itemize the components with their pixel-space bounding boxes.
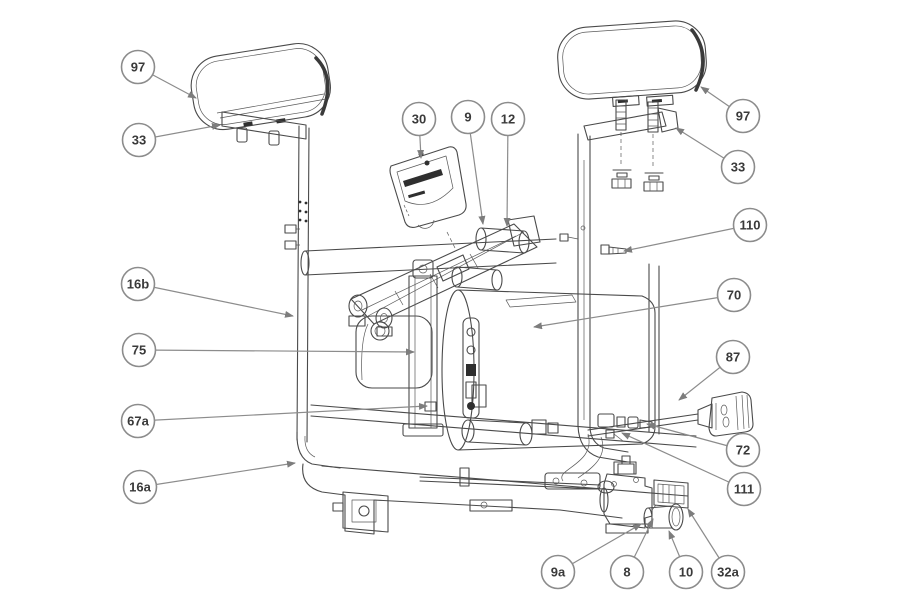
callout-97-right: 97 xyxy=(700,86,761,134)
lift-arm xyxy=(348,215,541,337)
callout-10: 10 xyxy=(668,530,704,590)
callout-label-16a: 16a xyxy=(129,480,151,495)
callout-label-72: 72 xyxy=(736,443,750,458)
callout-balloon-32a xyxy=(710,554,746,590)
leader-line-67a xyxy=(137,402,428,422)
callout-label-8: 8 xyxy=(623,565,630,580)
leader-line-70 xyxy=(533,294,735,330)
callout-balloon-9a xyxy=(540,554,576,590)
callout-balloon-75 xyxy=(121,332,157,368)
leader-line-16b xyxy=(137,283,294,318)
callout-balloon-12 xyxy=(490,101,526,137)
callout-33-left: 33 xyxy=(121,122,221,158)
callout-label-75: 75 xyxy=(132,343,146,358)
callout-balloon-33-left xyxy=(121,122,157,158)
callout-label-12: 12 xyxy=(501,112,515,127)
callout-label-10: 10 xyxy=(679,565,693,580)
callout-layer: 97 33 30 9 12 97 33 110 16b 70 75 87 67a 72 16a 111 9a 8 1… xyxy=(120,49,768,590)
callout-balloon-30 xyxy=(401,101,437,137)
callout-balloon-16a xyxy=(122,469,158,505)
callout-label-97-left: 97 xyxy=(131,60,145,75)
callout-67a: 67a xyxy=(120,402,428,439)
callout-label-33-right: 33 xyxy=(731,160,745,175)
callout-label-16b: 16b xyxy=(127,277,149,292)
callout-balloon-111 xyxy=(726,471,762,507)
callout-12: 12 xyxy=(490,101,526,227)
callout-balloon-33-right xyxy=(720,149,756,185)
motor xyxy=(441,289,656,451)
callout-label-9a: 9a xyxy=(551,565,566,580)
callout-label-30: 30 xyxy=(412,112,426,127)
callout-balloon-9 xyxy=(450,99,486,135)
callout-balloon-10 xyxy=(668,554,704,590)
left-frame-post xyxy=(284,125,310,443)
callout-balloon-8 xyxy=(609,554,645,590)
leader-line-9 xyxy=(467,116,486,225)
callout-33-right: 33 xyxy=(675,127,756,185)
callout-label-67a: 67a xyxy=(127,414,149,429)
callout-72: 72 xyxy=(646,422,761,468)
callout-70: 70 xyxy=(533,277,752,330)
callout-balloon-110 xyxy=(732,207,768,243)
leader-line-111 xyxy=(621,432,745,490)
callout-9: 9 xyxy=(450,99,486,225)
callout-label-111: 111 xyxy=(734,482,754,497)
callout-32a: 32a xyxy=(687,508,746,590)
leader-line-110 xyxy=(623,224,751,253)
callout-balloon-72 xyxy=(725,432,761,468)
right-light-bracket xyxy=(583,107,679,141)
bolt-110 xyxy=(600,244,627,255)
callout-label-32a: 32a xyxy=(717,565,739,580)
motor-upright xyxy=(648,263,660,435)
callout-16b: 16b xyxy=(120,266,294,318)
right-light-posts xyxy=(615,99,659,168)
bottom-frame xyxy=(296,404,697,535)
right-frame-post xyxy=(559,133,629,463)
callout-8: 8 xyxy=(609,518,654,590)
callout-87: 87 xyxy=(678,339,751,401)
callout-balloon-70 xyxy=(716,277,752,313)
callout-balloon-97-right xyxy=(725,98,761,134)
callout-balloon-16b xyxy=(120,266,156,302)
left-light-bracket xyxy=(221,111,307,146)
callout-label-97-right: 97 xyxy=(736,109,750,124)
callout-label-9: 9 xyxy=(464,110,471,125)
callout-label-87: 87 xyxy=(726,350,740,365)
left-marker-light xyxy=(190,42,331,131)
latch-assembly xyxy=(419,467,615,512)
callout-balloon-97-left xyxy=(120,49,156,85)
callout-110: 110 xyxy=(623,207,768,253)
harness-fittings xyxy=(597,413,653,442)
leader-line-12 xyxy=(503,118,511,227)
clevis-pin-lower xyxy=(451,266,503,291)
callout-9a: 9a xyxy=(540,523,642,590)
callout-label-33-left: 33 xyxy=(132,133,146,148)
callout-label-70: 70 xyxy=(727,288,741,303)
right-marker-light xyxy=(557,20,707,107)
hoses xyxy=(561,433,604,482)
callout-balloon-87 xyxy=(715,339,751,375)
callout-16a: 16a xyxy=(122,460,296,505)
callout-label-110: 110 xyxy=(740,218,761,233)
solenoid-box xyxy=(651,479,689,511)
callout-balloon-67a xyxy=(120,403,156,439)
crossmember-tube xyxy=(300,238,557,276)
callout-30: 30 xyxy=(401,101,437,159)
leader-line-16a xyxy=(139,460,296,488)
leader-line-75 xyxy=(138,348,415,356)
clip-nuts xyxy=(611,169,664,192)
cover-panel xyxy=(389,146,467,249)
callout-75: 75 xyxy=(121,332,415,368)
callout-111: 111 xyxy=(621,432,762,507)
callout-97-left: 97 xyxy=(120,49,197,99)
wire-harness-connector xyxy=(587,391,754,437)
